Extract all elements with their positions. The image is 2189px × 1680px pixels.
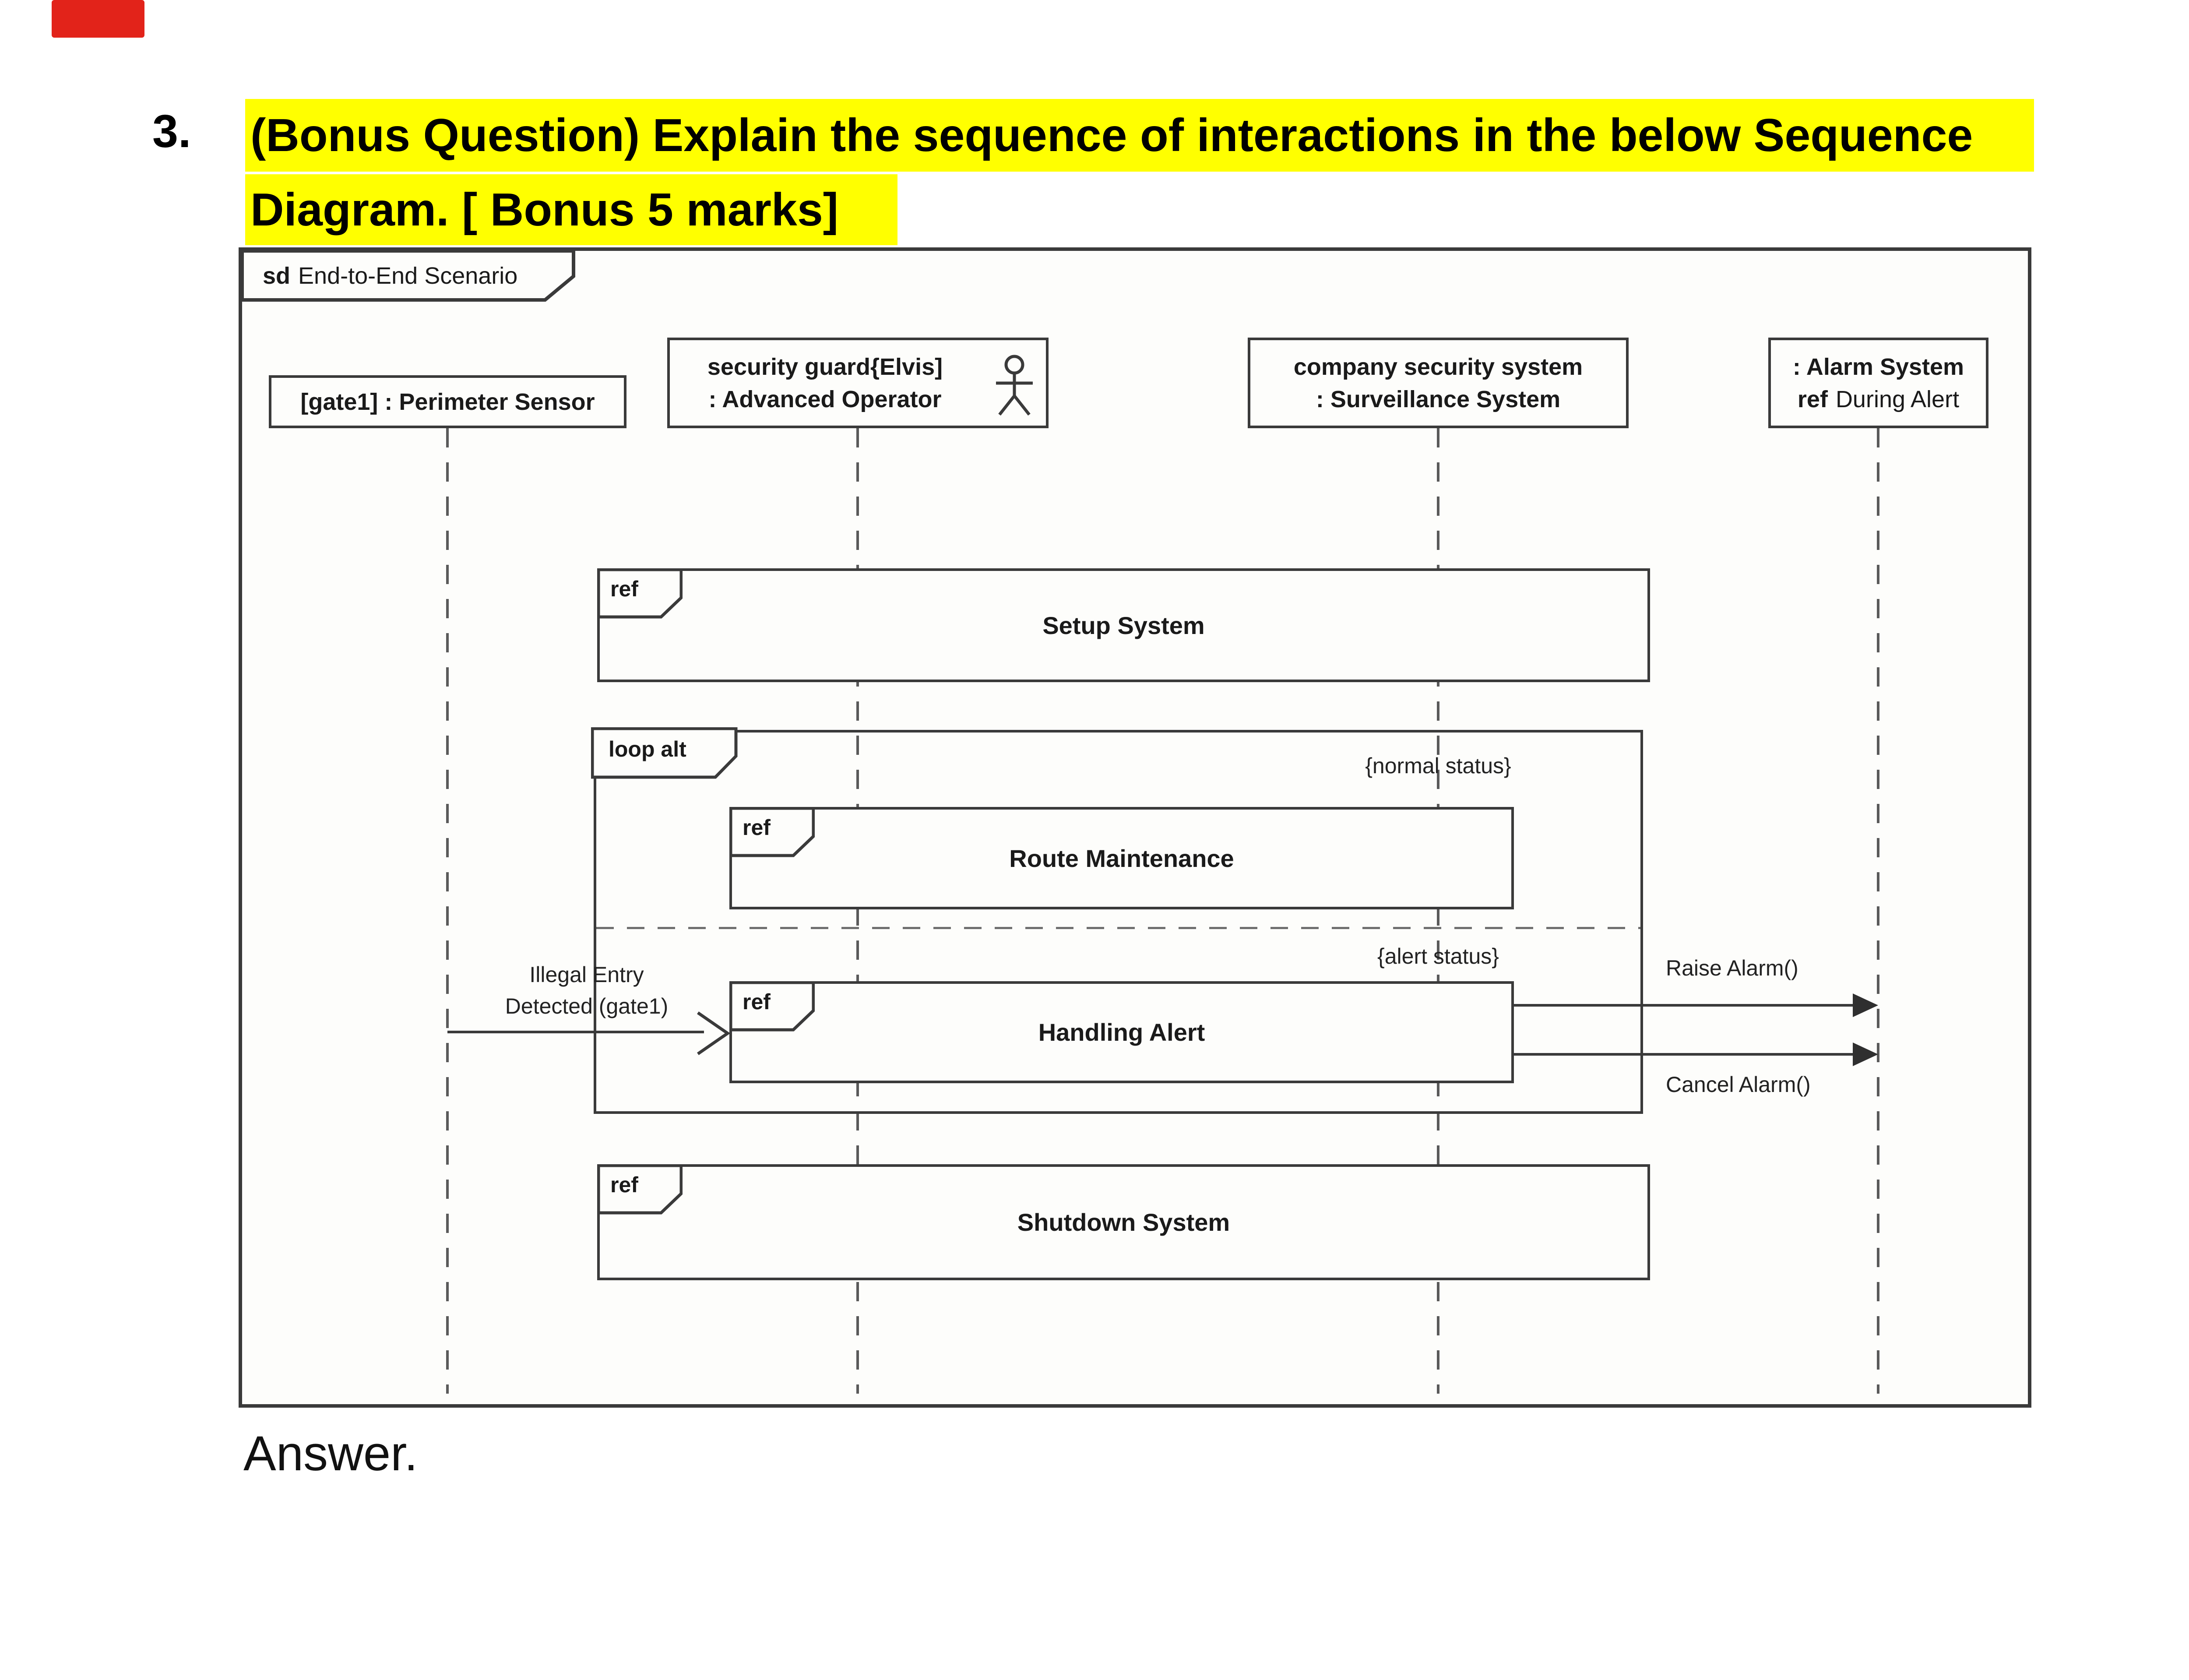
sd-frame-tab — [240, 249, 575, 302]
ref-tab — [597, 1164, 683, 1215]
open-arrowhead-icon — [697, 1011, 730, 1055]
lifeline-head-label-line1: : Alarm System — [1792, 353, 1964, 380]
alt-operand-divider — [596, 927, 1640, 929]
ref-keyword: ref — [743, 815, 771, 840]
message-illegal-entry-label: Illegal Entry Detected (gate1) — [477, 959, 696, 1022]
lifeline-head-label-line1: company security system — [1293, 353, 1583, 380]
ref-keyword: ref — [743, 990, 771, 1014]
ref-tab — [729, 981, 815, 1032]
guard-normal-status: {normal status} — [1365, 754, 1511, 778]
guard-alert-status: {alert status} — [1377, 944, 1499, 969]
lifeline-head-label-line2: : Surveillance System — [1316, 386, 1561, 412]
ref-tab — [597, 568, 683, 619]
lifeline-surveillance-system — [1437, 428, 1439, 1394]
ref-handling-alert-label: Handling Alert — [1038, 1018, 1205, 1046]
message-illegal-entry-line2: Detected (gate1) — [505, 994, 669, 1018]
loop-alt-tab — [591, 727, 738, 779]
message-illegal-entry-line — [447, 1031, 704, 1033]
ref-setup-system-label: Setup System — [1042, 611, 1205, 639]
ref-tab — [729, 807, 815, 857]
question-text-line1: (Bonus Question) Explain the sequence of… — [245, 99, 2034, 172]
ref-route-maintenance: Route Maintenance ref — [729, 807, 1514, 909]
lifeline-head-label-line2: : Advanced Operator — [708, 386, 942, 412]
message-cancel-alarm-line — [1514, 1053, 1853, 1056]
question-number: 3. — [152, 106, 191, 157]
ref-setup-system: Setup System ref — [597, 568, 1650, 682]
filled-arrowhead-icon — [1853, 1043, 1878, 1066]
loop-alt-keyword: loop alt — [609, 737, 686, 761]
ref-keyword: ref — [1797, 386, 1828, 412]
loop-alt-fragment — [594, 730, 1643, 1114]
ref-shutdown-system: Shutdown System ref — [597, 1164, 1650, 1280]
lifeline-head-surveillance-system: company security system : Surveillance S… — [1248, 338, 1629, 428]
sd-keyword: sd — [263, 263, 291, 289]
diagram-title: sd End-to-End Scenario — [263, 255, 569, 297]
actor-icon — [996, 355, 1033, 416]
red-scan-mark — [52, 0, 144, 38]
message-raise-alarm-label: Raise Alarm() — [1666, 956, 1798, 980]
lifeline-head-label-line2: ref During Alert — [1798, 383, 1959, 416]
message-cancel-alarm-label: Cancel Alarm() — [1666, 1072, 1811, 1097]
ref-handling-alert: Handling Alert ref — [729, 981, 1514, 1083]
question-text-line2: Diagram. [ Bonus 5 marks] — [245, 174, 897, 245]
answer-label: Answer. — [243, 1426, 418, 1481]
ref-shutdown-system-label: Shutdown System — [1017, 1208, 1230, 1236]
lifeline-perimeter-sensor — [446, 428, 449, 1394]
lifeline-head-label: [gate1] : Perimeter Sensor — [300, 388, 595, 415]
ref-route-maintenance-label: Route Maintenance — [1009, 844, 1234, 872]
message-raise-alarm-line — [1514, 1004, 1853, 1007]
filled-arrowhead-icon — [1853, 993, 1878, 1017]
sd-title-text: End-to-End Scenario — [298, 263, 518, 289]
lifeline-advanced-operator — [856, 428, 859, 1394]
lifeline-head-advanced-operator: security guard{Elvis] : Advanced Operato… — [667, 338, 1049, 428]
message-illegal-entry-line1: Illegal Entry — [529, 962, 644, 987]
ref-keyword: ref — [610, 1173, 638, 1197]
ref-keyword: ref — [610, 577, 638, 601]
lifeline-alarm-system — [1877, 428, 1879, 1394]
lifeline-head-label-line1: security guard{Elvis] — [707, 353, 943, 380]
lifeline-head-alarm-system: : Alarm System ref During Alert — [1768, 338, 1988, 428]
during-alert-text: During Alert — [1835, 386, 1960, 412]
lifeline-head-perimeter-sensor: [gate1] : Perimeter Sensor — [269, 375, 626, 428]
